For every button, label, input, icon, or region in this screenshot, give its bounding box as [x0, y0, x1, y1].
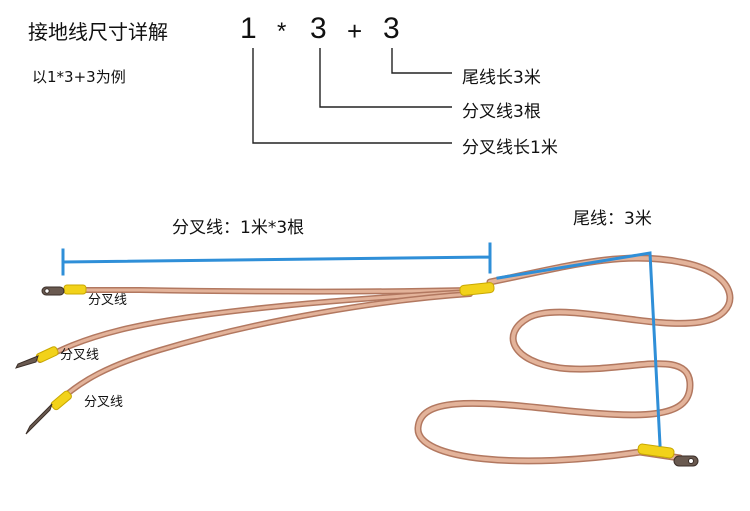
- sleeve-tail: [637, 443, 675, 459]
- branch-tag-3: 分叉线: [84, 395, 124, 410]
- leader-tail-length: [391, 48, 452, 74]
- fork-terminal-icon: [15, 355, 39, 369]
- formula-plus: +: [347, 16, 363, 46]
- tail-wire: [414, 254, 734, 465]
- branch-tag-1: 分叉线: [88, 293, 128, 308]
- branch-wires: [37, 287, 473, 408]
- ring-terminal-icon: [673, 455, 699, 467]
- formula-times: *: [277, 18, 287, 45]
- branch-measure-label: 分叉线：1米*3根: [172, 218, 305, 238]
- tail-measure-label: 尾线：3米: [573, 209, 652, 229]
- ring-terminal-icon: [41, 286, 65, 296]
- leader-branch-length: [252, 48, 452, 144]
- fork-terminal-icon: [25, 403, 53, 435]
- sleeves: [35, 282, 675, 459]
- formula-branch-count: 3: [310, 12, 327, 45]
- branch-length-bracket: [61, 242, 492, 276]
- tail-length-marker: [496, 251, 662, 447]
- sleeve-branch-3: [50, 390, 72, 411]
- example-label: 以1*3+3为例: [32, 68, 126, 86]
- legend-branch-length: 分叉线长1米: [462, 138, 558, 158]
- branch-tag-2: 分叉线: [60, 348, 100, 363]
- legend-branch-count: 分叉线3根: [462, 102, 541, 122]
- formula-tail-length: 3: [383, 12, 400, 45]
- terminals: [15, 286, 699, 467]
- sleeve-branch-2: [35, 346, 59, 363]
- leader-lines: [252, 48, 452, 144]
- formula-branch-length: 1: [240, 12, 257, 45]
- page-title: 接地线尺寸详解: [28, 20, 168, 44]
- leader-branch-count: [319, 48, 452, 108]
- measurement-lines: [61, 242, 662, 447]
- sleeve-branch-1: [63, 284, 87, 295]
- legend-tail-length: 尾线长3米: [462, 68, 541, 88]
- junction-sleeve: [459, 282, 495, 296]
